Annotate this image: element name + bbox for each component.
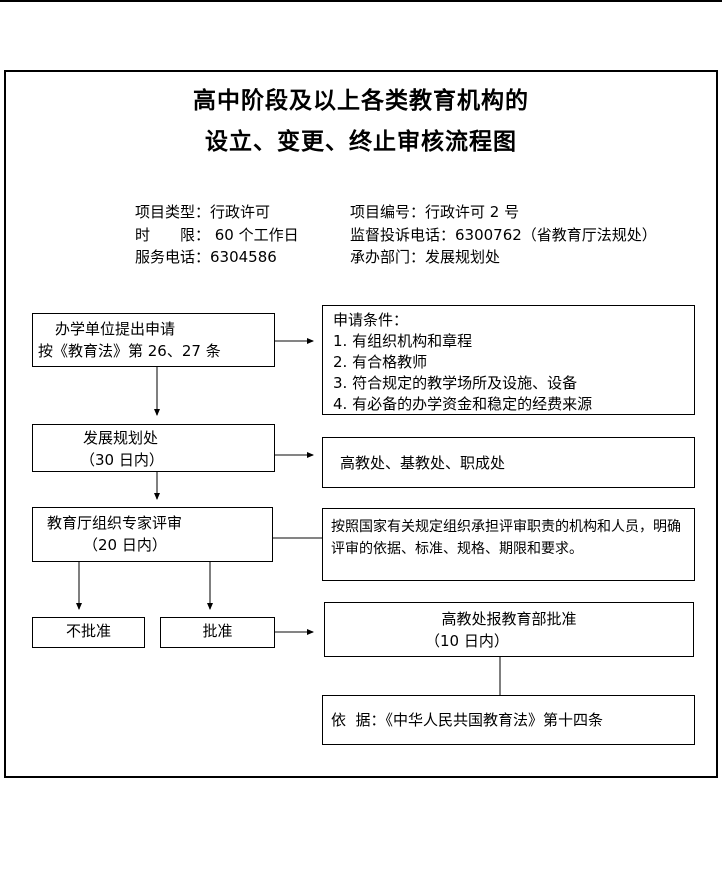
ministry-approval-line2: （10 日内） [425,632,509,650]
expert-review-line1: 教育厅组织专家评审 [47,514,183,532]
apply-box-line1: 办学单位提出申请 [55,320,176,338]
info-project-type: 项目类型：行政许可 [135,203,271,221]
info-column-right: 项目编号：行政许可 2 号 监督投诉电话：6300762（省教育厅法规处） 承办… [350,201,657,269]
condition-item: 4. 有必备的办学资金和稳定的经费来源 [333,395,593,413]
expert-review-box: 教育厅组织专家评审 （20 日内） [32,507,273,562]
legal-basis-text: 依 据：《中华人民共国教育法》第十四条 [331,711,604,729]
info-column-left: 项目类型：行政许可 时 限： 60 个工作日 服务电话：6304586 [135,201,299,269]
departments-text: 高教处、基教处、职成处 [340,453,506,472]
legal-basis-box: 依 据：《中华人民共国教育法》第十四条 [322,695,695,745]
rejected-label: 不批准 [65,622,111,640]
top-rule [0,0,722,2]
apply-box: 办学单位提出申请 按《教育法》第 26、27 条 [32,313,275,367]
info-service-phone: 服务电话：6304586 [135,248,277,267]
conditions-box: 申请条件： 1. 有组织机构和章程 2. 有合格教师 3. 符合规定的教学场所及… [322,305,695,415]
departments-box: 高教处、基教处、职成处 [322,437,695,488]
approved-label: 批准 [202,622,233,640]
info-project-number: 项目编号：行政许可 2 号 [350,203,520,221]
page-title-line1: 高中阶段及以上各类教育机构的 [193,88,529,114]
info-handling-department: 承办部门：发展规划处 [350,248,501,267]
review-note-line1: 按照国家有关规定组织承担评审职责的机构和人员，明确 [331,519,681,535]
condition-item: 3. 符合规定的教学场所及设施、设备 [333,374,578,392]
planning-office-box: 发展规划处 （30 日内） [32,424,275,472]
approved-box: 批准 [160,617,275,648]
ministry-approval-line1: 高教处报教育部批准 [441,610,577,628]
info-time-limit: 时 限： 60 个工作日 [135,225,299,244]
conditions-title: 申请条件： [333,311,409,329]
review-note-box: 按照国家有关规定组织承担评审职责的机构和人员，明确 评审的依据、标准、规格、期限… [322,508,695,581]
info-complaint-phone: 监督投诉电话：6300762（省教育厅法规处） [350,225,657,244]
review-note-line2: 评审的依据、标准、规格、期限和要求。 [331,541,583,557]
planning-office-line2: （30 日内） [80,451,164,469]
rejected-box: 不批准 [32,617,145,648]
apply-box-line2: 按《教育法》第 26、27 条 [38,342,221,360]
condition-item: 1. 有组织机构和章程 [333,332,473,350]
expert-review-line2: （20 日内） [83,536,167,554]
condition-item: 2. 有合格教师 [333,353,428,371]
page-title-line2: 设立、变更、终止审核流程图 [205,129,517,155]
planning-office-line1: 发展规划处 [83,429,159,447]
ministry-approval-box: 高教处报教育部批准 （10 日内） [324,602,694,657]
